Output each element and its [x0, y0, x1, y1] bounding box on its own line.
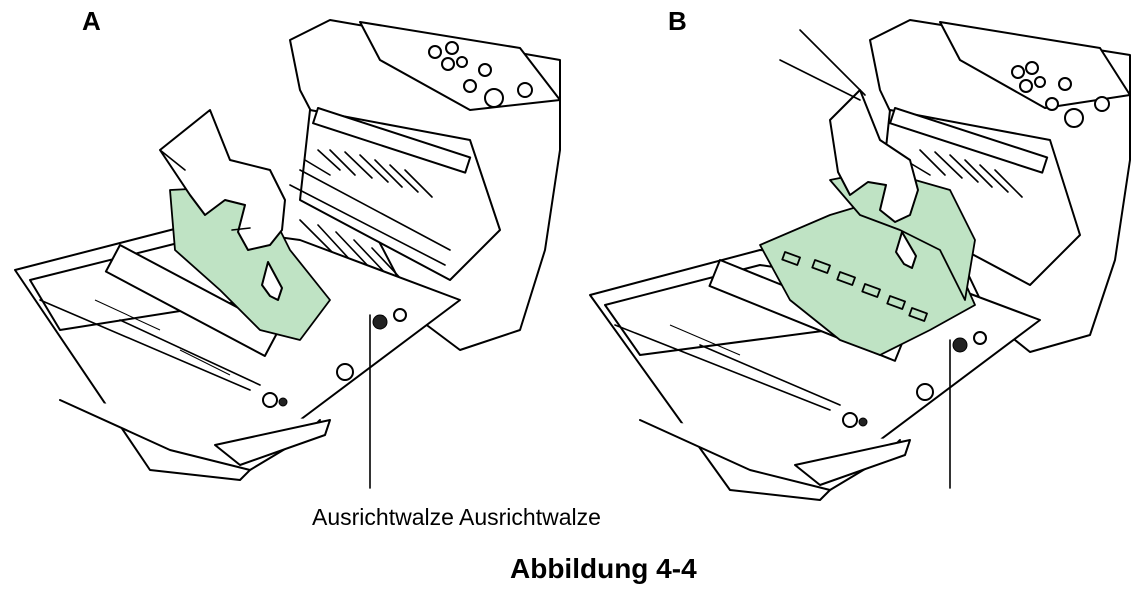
panel-b-label: B — [668, 6, 687, 36]
printer-illustration-a — [14, 19, 561, 489]
control-buttons-b — [1011, 61, 1110, 128]
roller-slots-b — [781, 251, 928, 322]
hand-b — [829, 89, 919, 223]
panel-a-label: A — [82, 6, 101, 36]
paper-guide-ribs-a — [289, 149, 451, 283]
figure-caption: Abbildung 4-4 — [510, 553, 697, 584]
printer-illustration-b — [589, 19, 1131, 501]
control-buttons-a — [428, 41, 533, 108]
hand-a — [159, 109, 286, 251]
registration-roller-callout: Ausrichtwalze Ausrichtwalze — [312, 504, 601, 530]
